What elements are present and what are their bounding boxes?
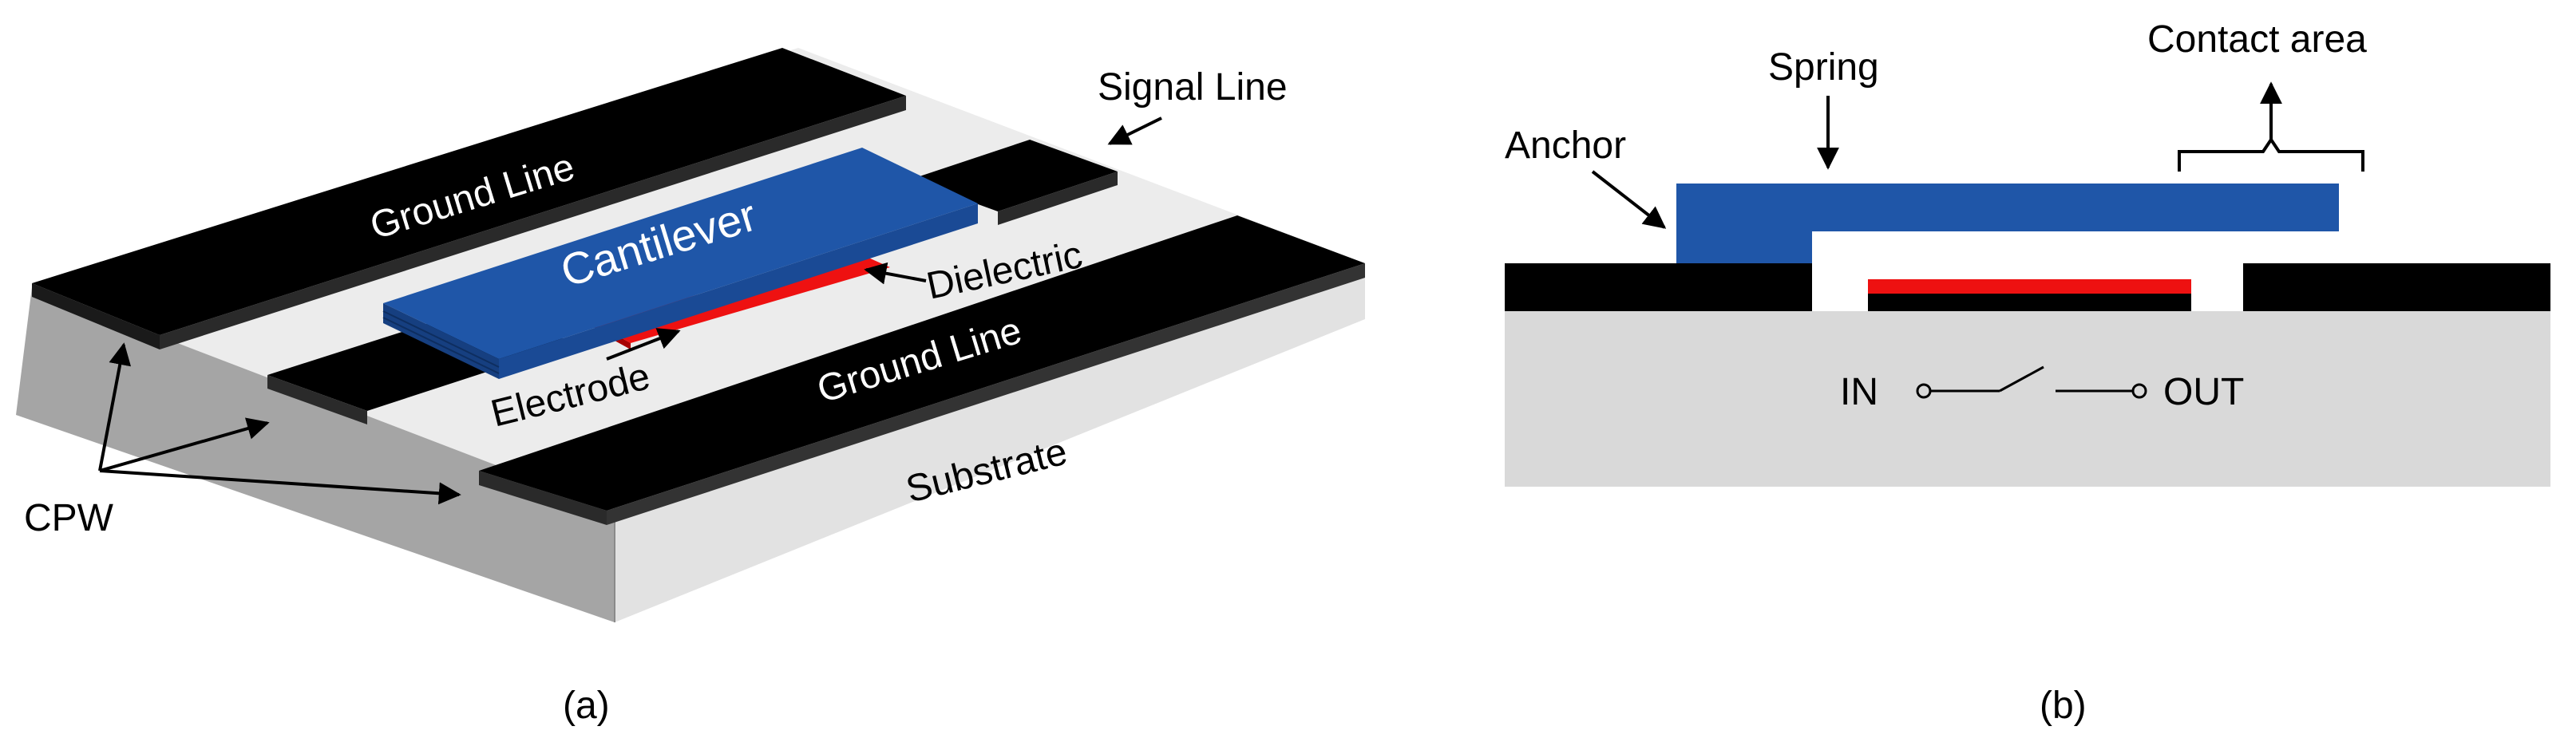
cantilever-section [1676,184,2339,263]
dielectric-arrow [864,262,927,285]
switch-out-terminal [2131,383,2147,399]
contact-area-label: Contact area [2147,18,2367,61]
electrode-arrow [606,328,681,361]
cpw-arrow-3 [99,469,461,505]
right-ground-metal [2243,263,2550,311]
cantilever-beam [382,148,978,379]
panel-a-3d-view: Ground Line Ground Line Cantilever Subst… [16,48,1365,727]
substrate-right-face [615,263,1365,622]
switch-blade [1999,365,2044,393]
ground-line-back-side [32,283,160,349]
anchor-arrow [1591,170,1667,229]
switch-in-terminal [1916,383,1932,399]
ground-line-front-side [479,471,607,525]
contact-area-bracket [2178,136,2364,172]
substrate-left-face [16,287,615,622]
ground-line-back [32,48,906,349]
ground-line-back-front [160,96,906,349]
panel-b-caption: (b) [2040,685,2087,727]
cpw-label: CPW [24,497,114,539]
cpw-arrow-2 [99,417,270,472]
signal-line-front-segment-side [267,375,367,424]
cantilever-layer-line [382,310,500,368]
cantilever-right [499,203,978,379]
panel-b-cross-section: IN OUT Anchor Spring Contact area (b) [1505,18,2550,727]
dielectric-layer-section [1868,279,2191,294]
panel-a-caption: (a) [563,685,610,727]
ground-line-front [479,215,1365,525]
out-label: OUT [2163,371,2244,413]
switch-symbol [1916,365,2147,399]
electrode-metal [1868,294,2191,311]
ground-line-front-right [607,263,1365,525]
ground-line-front-top [479,215,1365,511]
signal-line-back-segment-side [998,172,1118,225]
in-label: IN [1840,371,1878,413]
cantilever-top [383,148,978,359]
anchor-label: Anchor [1505,124,1626,167]
spring-label: Spring [1768,46,1879,89]
signal-line-back-segment [910,140,1118,211]
ground-line-back-top [32,48,906,335]
signal-line-label: Signal Line [1098,66,1288,109]
cpw-arrow-1 [98,342,132,472]
signal-line-arrow [1107,116,1162,145]
cantilever-layer-line [382,317,500,374]
section-substrate [1505,311,2550,487]
left-ground-metal [1505,263,1812,311]
